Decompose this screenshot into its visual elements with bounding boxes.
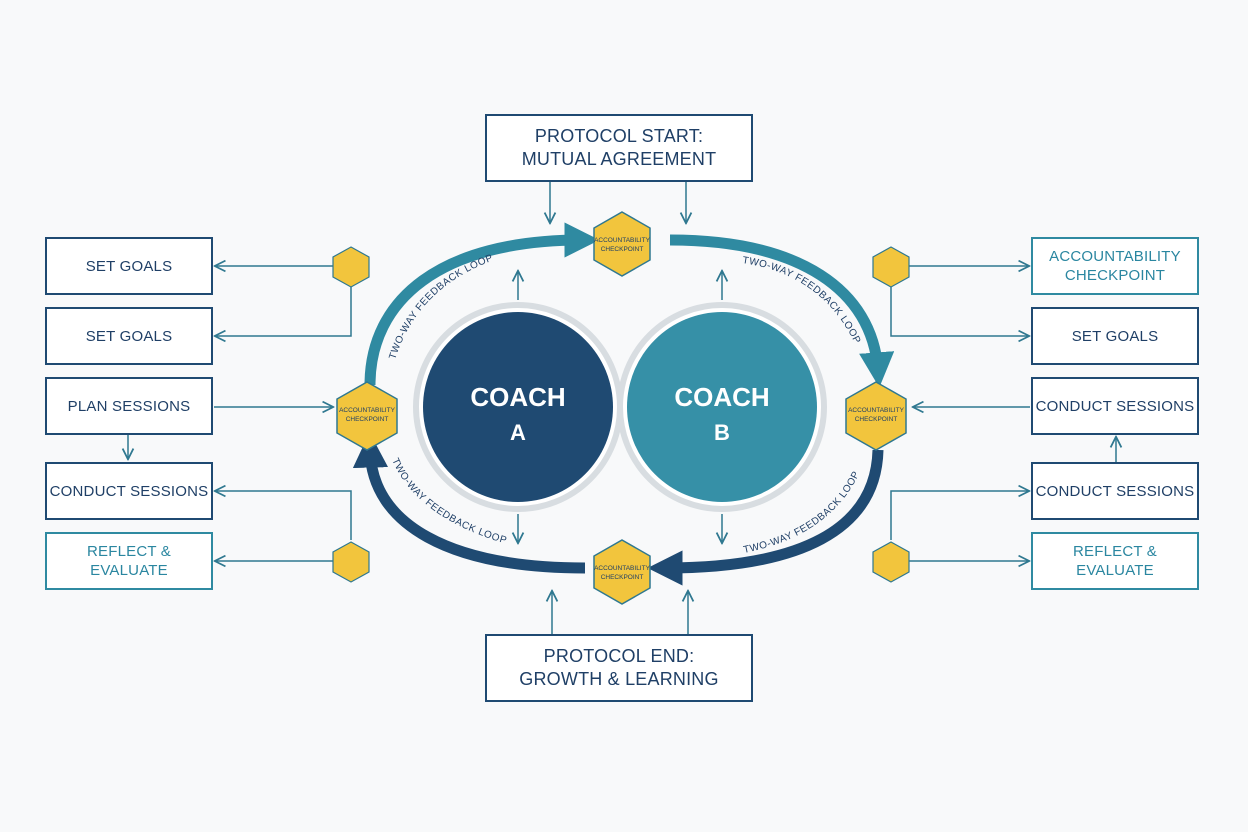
loop-arc-top-left [364,222,600,386]
hexagon-right-2 [872,541,910,583]
svg-text:ACCOUNTABILITY: ACCOUNTABILITY [594,565,651,572]
coach-b-circle [627,312,817,502]
coach-a-circle [423,312,613,502]
right-step-conduct-sessions-1: CONDUCT SESSIONS [1031,377,1199,435]
loop-arc-bottom-right [647,449,884,586]
coach-b-label-2: B [714,420,730,445]
svg-text:CHECKPOINT: CHECKPOINT [346,416,389,423]
protocol-end-box: PROTOCOL END: GROWTH & LEARNING [485,634,753,702]
hexagon-right-1 [872,246,910,288]
left-step-reflect-evaluate: REFLECT & EVALUATE [45,532,213,590]
left-step-plan-sessions: PLAN SESSIONS [45,377,213,435]
right-step-5-label-1: REFLECT & [1072,543,1158,560]
coach-b-label-1: COACH [674,382,769,412]
left-step-3-label: PLAN SESSIONS [67,397,191,415]
right-step-conduct-sessions-2: CONDUCT SESSIONS [1031,462,1199,520]
left-step-set-goals-1: SET GOALS [45,237,213,295]
right-step-1-label-1: ACCOUNTABILITY [1049,248,1181,265]
left-step-5-label-2: EVALUATE [90,562,168,579]
svg-text:ACCOUNTABILITY: ACCOUNTABILITY [339,407,396,414]
left-step-4-label: CONDUCT SESSIONS [49,482,209,500]
left-step-conduct-sessions: CONDUCT SESSIONS [45,462,213,520]
left-step-5-label-1: REFLECT & [86,543,172,560]
svg-text:CHECKPOINT: CHECKPOINT [855,416,898,423]
checkpoint-hexagon-top: ACCOUNTABILITY CHECKPOINT [593,211,651,277]
right-step-reflect-evaluate: REFLECT & EVALUATE [1031,532,1199,590]
right-step-1-label-2: CHECKPOINT [1064,267,1166,284]
svg-text:CHECKPOINT: CHECKPOINT [601,574,644,581]
checkpoint-hexagon-bottom: ACCOUNTABILITY CHECKPOINT [593,539,651,605]
loop-arc-top-right [669,234,895,388]
left-step-set-goals-2: SET GOALS [45,307,213,365]
coach-a-label-2: A [510,420,526,445]
right-step-3-label: CONDUCT SESSIONS [1035,397,1195,415]
svg-text:CHECKPOINT: CHECKPOINT [601,246,644,253]
checkpoint-hexagon-right: ACCOUNTABILITY CHECKPOINT [845,381,907,451]
left-step-2-label: SET GOALS [85,327,173,345]
coach-a-label-1: COACH [470,382,565,412]
hexagon-left-1 [332,246,370,288]
left-step-1-label: SET GOALS [85,257,173,275]
checkpoint-hexagon-left: ACCOUNTABILITY CHECKPOINT [336,381,398,451]
svg-text:ACCOUNTABILITY: ACCOUNTABILITY [594,237,651,244]
protocol-end-line1: PROTOCOL END: [543,646,695,666]
svg-text:ACCOUNTABILITY: ACCOUNTABILITY [848,407,905,414]
right-step-accountability-checkpoint: ACCOUNTABILITY CHECKPOINT [1031,237,1199,295]
right-step-set-goals: SET GOALS [1031,307,1199,365]
protocol-end-line2: GROWTH & LEARNING [519,669,719,689]
right-step-4-label: CONDUCT SESSIONS [1035,482,1195,500]
hexagon-left-2 [332,541,370,583]
right-step-2-label: SET GOALS [1071,327,1159,345]
protocol-start-box: PROTOCOL START: MUTUAL AGREEMENT [485,114,753,182]
protocol-start-line2: MUTUAL AGREEMENT [521,149,717,169]
right-step-5-label-2: EVALUATE [1076,562,1154,579]
protocol-start-line1: PROTOCOL START: [534,126,704,146]
loop-arc-bottom-left [352,432,586,574]
